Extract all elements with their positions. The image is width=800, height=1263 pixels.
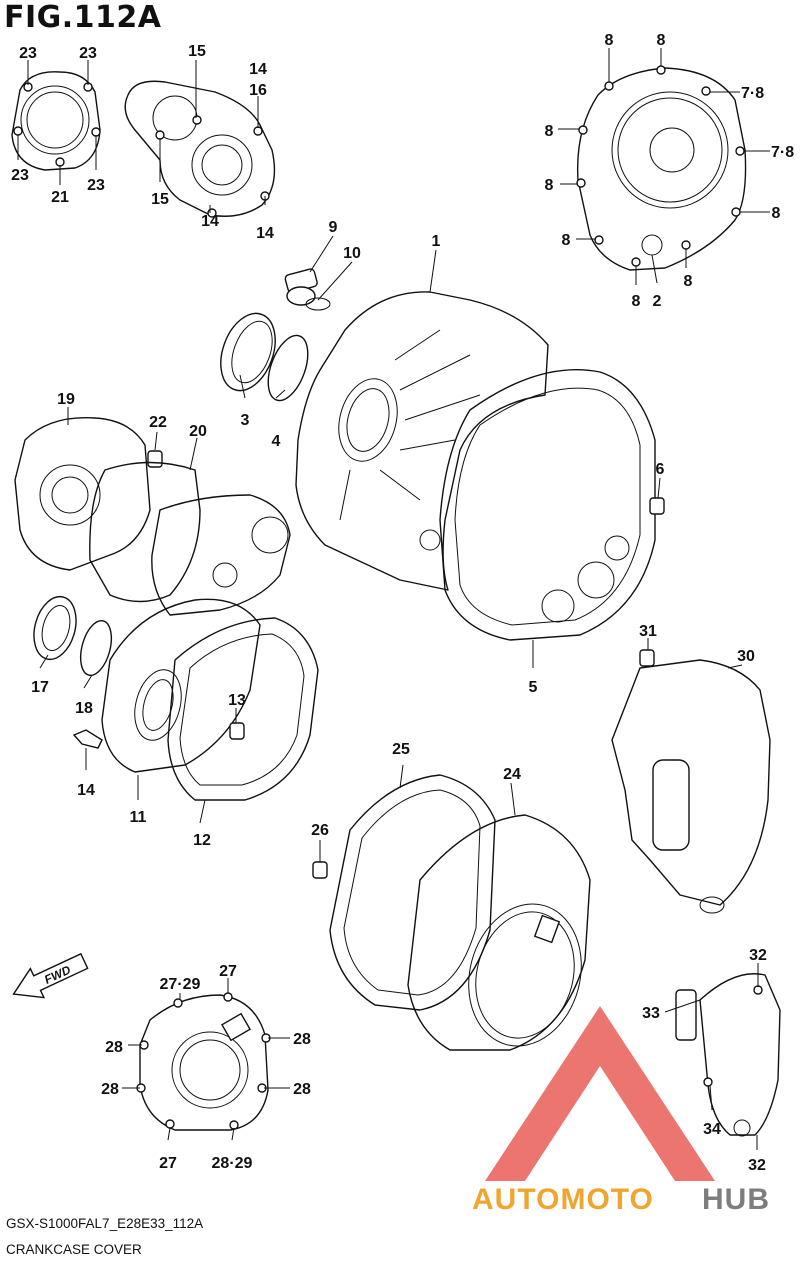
oil-seal-17 xyxy=(33,595,113,676)
callout: 26 xyxy=(311,822,329,839)
callout: 8 xyxy=(772,205,781,222)
starter-cover-11 xyxy=(101,598,261,773)
callout: 4 xyxy=(272,433,281,450)
callout: 20 xyxy=(189,423,207,440)
callout: 11 xyxy=(130,809,147,826)
callout: 27 xyxy=(219,963,237,980)
callout: 8 xyxy=(605,32,614,49)
callout: 8 xyxy=(545,123,554,140)
leader-lines xyxy=(17,48,770,1150)
callout: 8 xyxy=(684,273,693,290)
callout: 25 xyxy=(392,741,410,758)
oil-filler-cap-9 xyxy=(284,268,331,311)
automotohub-watermark: AUTOMOTO HUB xyxy=(472,1006,770,1216)
callout: 14 xyxy=(201,213,219,230)
callout: 7·8 xyxy=(741,85,764,102)
callout: 16 xyxy=(249,82,267,99)
fwd-arrow-icon: FWD xyxy=(12,952,89,999)
callout: 8 xyxy=(545,177,554,194)
callout: 28 xyxy=(293,1081,311,1098)
callout: 28 xyxy=(105,1039,123,1056)
dowel-pin-6 xyxy=(649,497,665,515)
callout: 10 xyxy=(343,245,361,262)
callout: 32 xyxy=(749,947,767,964)
callout: 8 xyxy=(632,293,641,310)
callout: 13 xyxy=(228,692,246,709)
callout: 34 xyxy=(703,1121,721,1138)
sprocket-cover-27 xyxy=(136,992,271,1131)
clutch-cover-2 xyxy=(576,65,747,271)
watermark-text-hub: HUB xyxy=(702,1183,770,1216)
small-cover-21 xyxy=(11,71,101,171)
callout: 33 xyxy=(642,1005,660,1022)
bolt-14 xyxy=(72,729,103,749)
callout: 8 xyxy=(562,232,571,249)
callout: 28·29 xyxy=(212,1155,253,1172)
callout: 19 xyxy=(57,391,75,408)
callout: 28 xyxy=(293,1031,311,1048)
callout: 17 xyxy=(31,679,49,696)
callout: 7·8 xyxy=(771,144,794,161)
dowel-31 xyxy=(639,649,655,667)
dowel-26 xyxy=(312,861,328,879)
callout: 15 xyxy=(151,191,169,208)
chain-guard-32 xyxy=(675,973,781,1137)
callout: 8 xyxy=(657,32,666,49)
callout: 23 xyxy=(11,167,29,184)
callout: 21 xyxy=(51,189,69,206)
callout: 32 xyxy=(748,1157,766,1174)
callout: 14 xyxy=(77,782,95,799)
callout: 31 xyxy=(639,623,657,640)
gasket-5 xyxy=(439,369,656,641)
dowel-22 xyxy=(147,450,163,468)
callout: 18 xyxy=(75,700,93,717)
generator-cover-24 xyxy=(407,814,591,1051)
callout: 24 xyxy=(503,766,521,783)
callout: 15 xyxy=(188,43,206,60)
dowel-13 xyxy=(229,722,245,740)
callout: 14 xyxy=(249,61,267,78)
callout: 14 xyxy=(256,225,274,242)
gasket-25 xyxy=(329,774,496,1011)
callout: 28 xyxy=(101,1081,119,1098)
oil-seal-3 xyxy=(220,312,309,402)
callout: 23 xyxy=(79,45,97,62)
housing-center xyxy=(151,494,291,616)
callout: 27·29 xyxy=(160,976,201,993)
figure-title: FIG.112A xyxy=(4,0,162,35)
pump-cover-16 xyxy=(124,80,276,218)
callout: 2 xyxy=(653,293,662,310)
callout: 23 xyxy=(87,177,105,194)
crankcase-cover-1 xyxy=(295,291,549,591)
callout: 5 xyxy=(529,679,538,696)
gasket-20 xyxy=(89,461,201,603)
callout: 6 xyxy=(656,461,665,478)
callout: 30 xyxy=(737,648,755,665)
callout-labels: 23 23 23 21 23 15 15 16 14 14 14 8 8 7·8… xyxy=(11,32,794,1174)
callout: 23 xyxy=(19,45,37,62)
gasket-12 xyxy=(167,617,319,801)
guard-30 xyxy=(611,659,771,914)
section-name: CRANKCASE COVER xyxy=(6,1242,142,1257)
callout: 12 xyxy=(193,832,211,849)
callout: 27 xyxy=(159,1155,177,1172)
fwd-label: FWD xyxy=(42,962,73,986)
cover-19 xyxy=(14,416,151,571)
watermark-text-automoto: AUTOMOTO xyxy=(472,1183,654,1216)
callout: 9 xyxy=(329,219,338,236)
callout: 1 xyxy=(432,233,441,250)
callout: 3 xyxy=(241,412,250,429)
model-code: GSX-S1000FAL7_E28E33_112A xyxy=(6,1216,204,1231)
triangle-logo-icon xyxy=(485,1006,715,1181)
callout: 22 xyxy=(149,414,167,431)
